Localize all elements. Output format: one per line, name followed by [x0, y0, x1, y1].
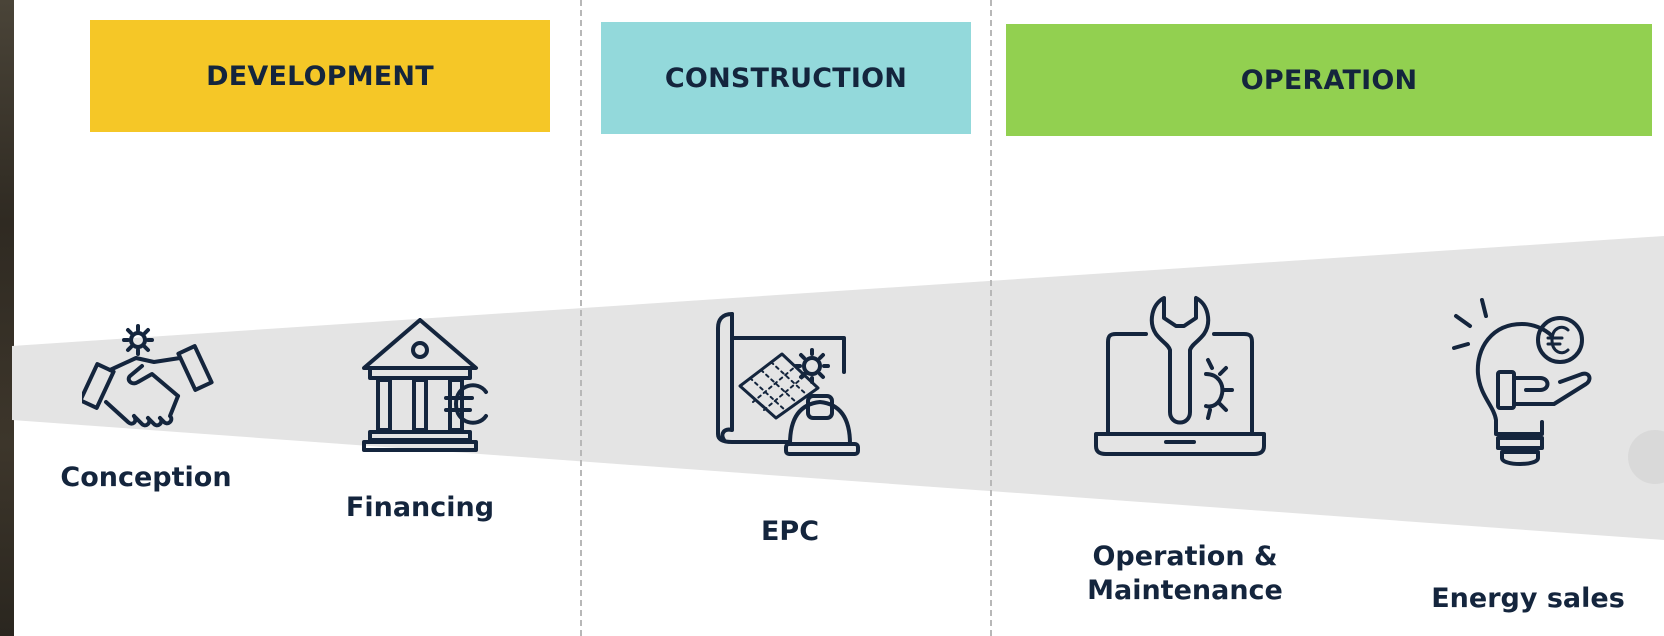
phase-construction-label: CONSTRUCTION: [664, 62, 908, 94]
blueprint-solar-helmet-icon: [716, 312, 860, 456]
step-label-energy-sales: Energy sales: [1431, 583, 1625, 614]
phase-development: DEVELOPMENT: [90, 20, 550, 132]
left-edge-strip: [0, 0, 14, 636]
divider-construction-operation: [990, 0, 992, 636]
step-label-financing: Financing: [345, 492, 495, 523]
phase-development-label: DEVELOPMENT: [206, 60, 434, 92]
phase-construction: CONSTRUCTION: [601, 22, 971, 134]
scroll-indicator[interactable]: [1628, 430, 1664, 484]
phase-operation: OPERATION: [1006, 24, 1652, 136]
handshake-gear-icon: [82, 324, 214, 428]
step-label-operation-maintenance-line2: Maintenance: [1087, 575, 1283, 606]
phase-operation-label: OPERATION: [1240, 64, 1418, 96]
step-label-operation-maintenance-line1: Operation &: [1092, 541, 1278, 572]
step-label-epc: EPC: [760, 516, 820, 547]
laptop-wrench-gear-icon: [1094, 296, 1266, 456]
divider-development-construction: [580, 0, 582, 636]
step-label-operation-maintenance: Operation & Maintenance: [1050, 540, 1320, 608]
lightbulb-euro-hand-icon: [1452, 298, 1592, 466]
step-label-conception: Conception: [60, 462, 232, 493]
bank-euro-icon: [362, 318, 488, 452]
